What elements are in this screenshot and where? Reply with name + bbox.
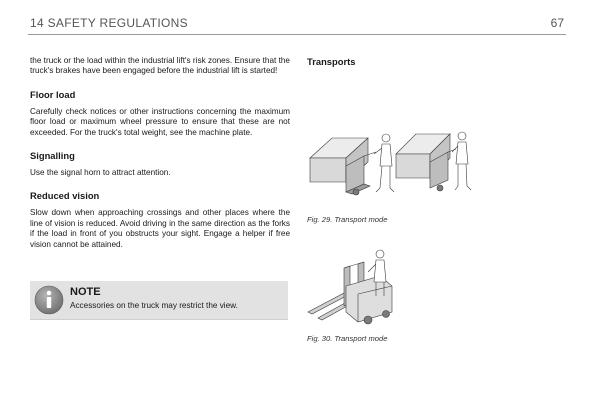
info-icon — [34, 285, 64, 315]
figure-30-caption: Fig. 30. Transport mode — [307, 334, 388, 343]
note-box: NOTE Accessories on the truck may restri… — [30, 281, 288, 320]
page-number: 67 — [550, 16, 564, 30]
intro-paragraph: the truck or the load within the industr… — [30, 56, 290, 76]
floor-load-heading: Floor load — [30, 88, 76, 100]
transports-heading: Transports — [307, 56, 356, 67]
page-header: 14 SAFETY REGULATIONS 67 — [28, 14, 566, 35]
figure-29-caption: Fig. 29. Transport mode — [307, 215, 388, 224]
reduced-vision-heading: Reduced vision — [30, 190, 100, 202]
signalling-heading: Signalling — [30, 150, 75, 162]
note-title: NOTE — [70, 286, 101, 298]
left-column: the truck or the load within the industr… — [30, 56, 290, 250]
chapter-title: 14 SAFETY REGULATIONS — [30, 16, 188, 30]
transport-illustration-fig29 — [309, 131, 472, 196]
signalling-text: Use the signal horn to attract attention… — [30, 168, 171, 178]
transport-illustration-fig30 — [307, 249, 393, 325]
note-text: Accessories on the truck may restrict th… — [70, 301, 238, 310]
reduced-vision-text: Slow down when approaching crossings and… — [30, 208, 290, 249]
floor-load-text: Carefully check notices or other instruc… — [30, 106, 290, 137]
